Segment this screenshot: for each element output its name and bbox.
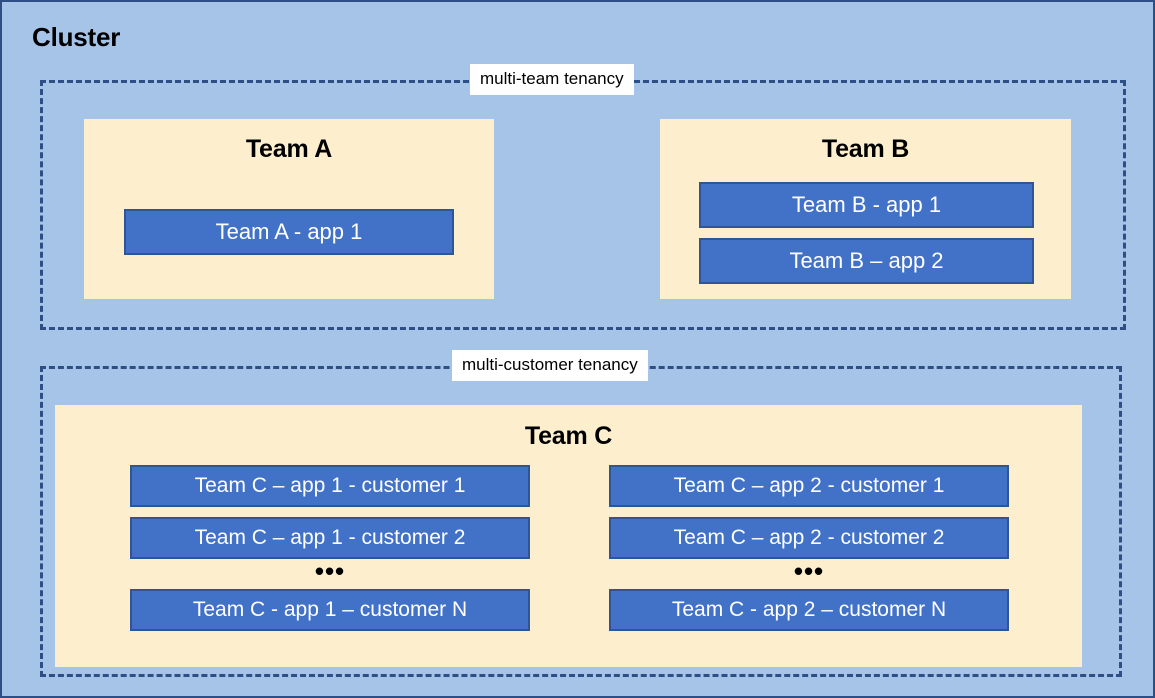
ellipsis-team-c-app-2: ••• <box>793 556 825 586</box>
team-panel-team-c: Team C Team C – app 1 - customer 1 Team … <box>55 405 1082 667</box>
app-box-team-c-app-2-customer-2[interactable]: Team C – app 2 - customer 2 <box>609 517 1009 559</box>
app-list-team-a: Team A - app 1 <box>124 209 454 255</box>
app-box-team-b-app-1[interactable]: Team B - app 1 <box>699 182 1034 228</box>
tenancy-label-multi-customer: multi-customer tenancy <box>452 350 648 381</box>
team-panel-team-b: Team B Team B - app 1 Team B – app 2 <box>660 119 1071 299</box>
app-box-team-c-app-1-customer-1[interactable]: Team C – app 1 - customer 1 <box>130 465 530 507</box>
cluster-title: Cluster <box>32 22 121 52</box>
team-panel-team-a: Team A Team A - app 1 <box>84 119 494 299</box>
team-title-team-a: Team A <box>245 135 333 163</box>
app-box-team-c-app-2-customer-n[interactable]: Team C - app 2 – customer N <box>609 589 1009 631</box>
app-box-team-b-app-2[interactable]: Team B – app 2 <box>699 238 1034 284</box>
app-box-team-a-app-1[interactable]: Team A - app 1 <box>124 209 454 255</box>
tenancy-label-multi-team: multi-team tenancy <box>470 64 634 95</box>
team-title-team-b: Team B <box>821 135 910 163</box>
app-column-team-c-app-1: Team C – app 1 - customer 1 Team C – app… <box>130 465 530 631</box>
app-box-team-c-app-1-customer-2[interactable]: Team C – app 1 - customer 2 <box>130 517 530 559</box>
app-column-team-c-app-2: Team C – app 2 - customer 1 Team C – app… <box>609 465 1009 631</box>
ellipsis-team-c-app-1: ••• <box>314 556 346 586</box>
app-box-team-c-app-1-customer-n[interactable]: Team C - app 1 – customer N <box>130 589 530 631</box>
app-list-team-b: Team B - app 1 Team B – app 2 <box>699 182 1034 284</box>
app-box-team-c-app-2-customer-1[interactable]: Team C – app 2 - customer 1 <box>609 465 1009 507</box>
team-title-team-c: Team C <box>524 422 613 450</box>
